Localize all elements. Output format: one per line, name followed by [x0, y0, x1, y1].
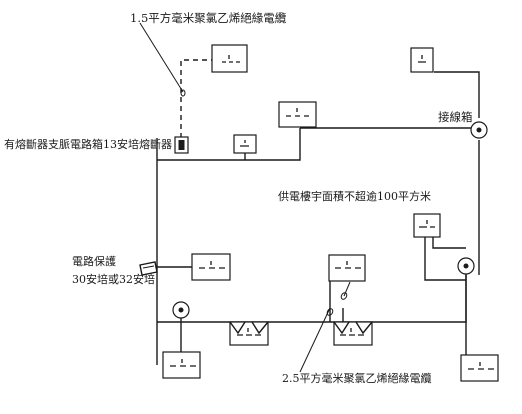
- socket-outlet-protected: [191, 253, 231, 281]
- junction-up-wire: [434, 71, 480, 118]
- label-protection-line1: 電路保護: [72, 254, 116, 268]
- socket-outlet-middle: [328, 254, 366, 282]
- mid-socket-wire: [329, 279, 350, 322]
- fuse-box-unit: [174, 136, 189, 154]
- junction-box-bottom-left-symbol: [172, 301, 190, 319]
- label-cable-bottom: 2.5平方毫米聚氯乙烯絕緣電纜: [282, 371, 432, 385]
- leader-small: [343, 281, 351, 297]
- dashed-spur-wire: [180, 59, 212, 138]
- label-fuse-box: 有熔斷器支脈電路箱13安培熔斷器: [4, 137, 172, 151]
- socket-outlet-top: [211, 44, 248, 73]
- label-floor-area: 供電樓宇面積不超逾100平方米: [278, 189, 431, 203]
- label-cable-top: 1.5平方毫米聚氯乙烯絕緣電纜: [130, 11, 287, 25]
- socket-outlet-top-right: [410, 47, 434, 73]
- junction-box-symbol: [470, 121, 488, 139]
- leader-cable-top: [139, 22, 184, 93]
- leader-cable-bottom: [299, 307, 331, 373]
- right-loop-wire-2: [432, 237, 466, 249]
- socket-outlet-bottom-left: [162, 351, 201, 379]
- ring-top-wire: [157, 128, 301, 161]
- label-protection-line2: 30安培或32安培: [72, 272, 155, 286]
- ring-notches: [229, 321, 373, 335]
- socket-outlet-twin-bottom-left: [229, 321, 269, 346]
- socket-outlet-twin-bottom-right: [333, 321, 373, 346]
- socket-outlet-right-middle: [413, 213, 441, 238]
- socket-outlet-spur-top: [233, 134, 257, 154]
- socket-outlet-twin-top: [278, 101, 317, 128]
- label-junction-box: 接線箱: [438, 110, 473, 124]
- cable-markers: [180, 89, 348, 316]
- right-loop-wire: [424, 237, 466, 281]
- wiring-lines: [139, 22, 480, 373]
- circuit-protection-device: [139, 261, 158, 276]
- socket-outlet-bottom-right: [460, 354, 499, 382]
- junction-box-right-symbol: [457, 257, 475, 275]
